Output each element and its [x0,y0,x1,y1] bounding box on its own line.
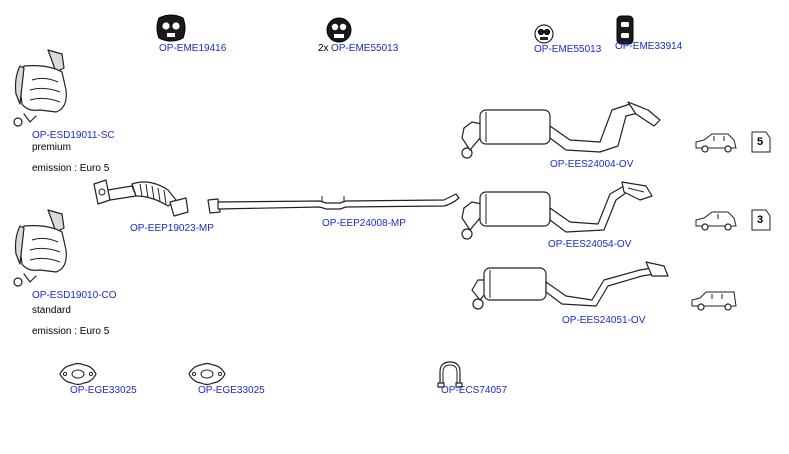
part-label-esd19010[interactable]: OP-ESD19010-CO [32,290,117,301]
part-label-eep19023[interactable]: OP-EEP19023-MP [130,223,214,234]
part-label-ege33025-b[interactable]: OP-EGE33025 [198,385,265,396]
part-label-ees24051[interactable]: OP-EES24051-OV [562,315,646,326]
rear-silencer-ees24051-icon[interactable] [471,261,669,310]
part-label-eme19416[interactable]: OP-EME19416 [159,43,227,54]
gasket-ege33025-a-icon[interactable] [59,362,97,386]
catalytic-converter-premium-icon[interactable] [13,49,67,127]
part-label-esd19011[interactable]: OP-ESD19011-SC [32,130,115,141]
rubber-mount-eme33914-icon[interactable] [616,15,634,45]
part-label-eme55013-b[interactable]: OP-EME55013 [534,44,602,55]
car-hatchback-5door-icon [695,133,737,153]
part-label-eme55013[interactable]: OP-EME55013 [331,43,399,54]
variant-label-standard: standard [32,305,71,316]
center-pipe-eep24008-icon[interactable] [207,193,460,214]
door-count-3-text: 3 [757,214,764,226]
rear-silencer-ees24054-icon[interactable] [461,181,653,240]
clamp-ecs74057-icon[interactable] [437,361,463,388]
variant-label-premium: premium [32,142,71,153]
gasket-ege33025-b-icon[interactable] [188,362,226,386]
car-estate-icon [691,291,737,311]
door-count-3-badge [751,209,771,231]
quantity-label-eme55013: 2x [318,43,329,54]
part-label-ees24004[interactable]: OP-EES24004-OV [550,159,634,170]
car-hatchback-3door-icon [695,211,737,231]
emission-label-standard: emission : Euro 5 [32,326,110,337]
rubber-mount-eme55013-icon[interactable] [326,17,352,43]
rear-silencer-ees24004-icon[interactable] [461,101,661,159]
part-label-ecs74057[interactable]: OP-ECS74057 [441,385,508,396]
door-count-5-badge [751,131,771,153]
part-label-ege33025-a[interactable]: OP-EGE33025 [70,385,137,396]
catalytic-converter-standard-icon[interactable] [13,209,67,287]
door-count-5-text: 5 [757,136,764,148]
part-label-ees24054[interactable]: OP-EES24054-OV [548,239,632,250]
rubber-mount-eme55013-b-icon[interactable] [534,24,554,44]
emission-label-premium: emission : Euro 5 [32,163,110,174]
part-label-eme33914[interactable]: OP-EME33914 [615,41,683,52]
part-label-eep24008[interactable]: OP-EEP24008-MP [322,218,406,229]
front-pipe-eep19023-icon[interactable] [93,179,189,217]
rubber-mount-eme19416-icon[interactable] [156,14,186,42]
